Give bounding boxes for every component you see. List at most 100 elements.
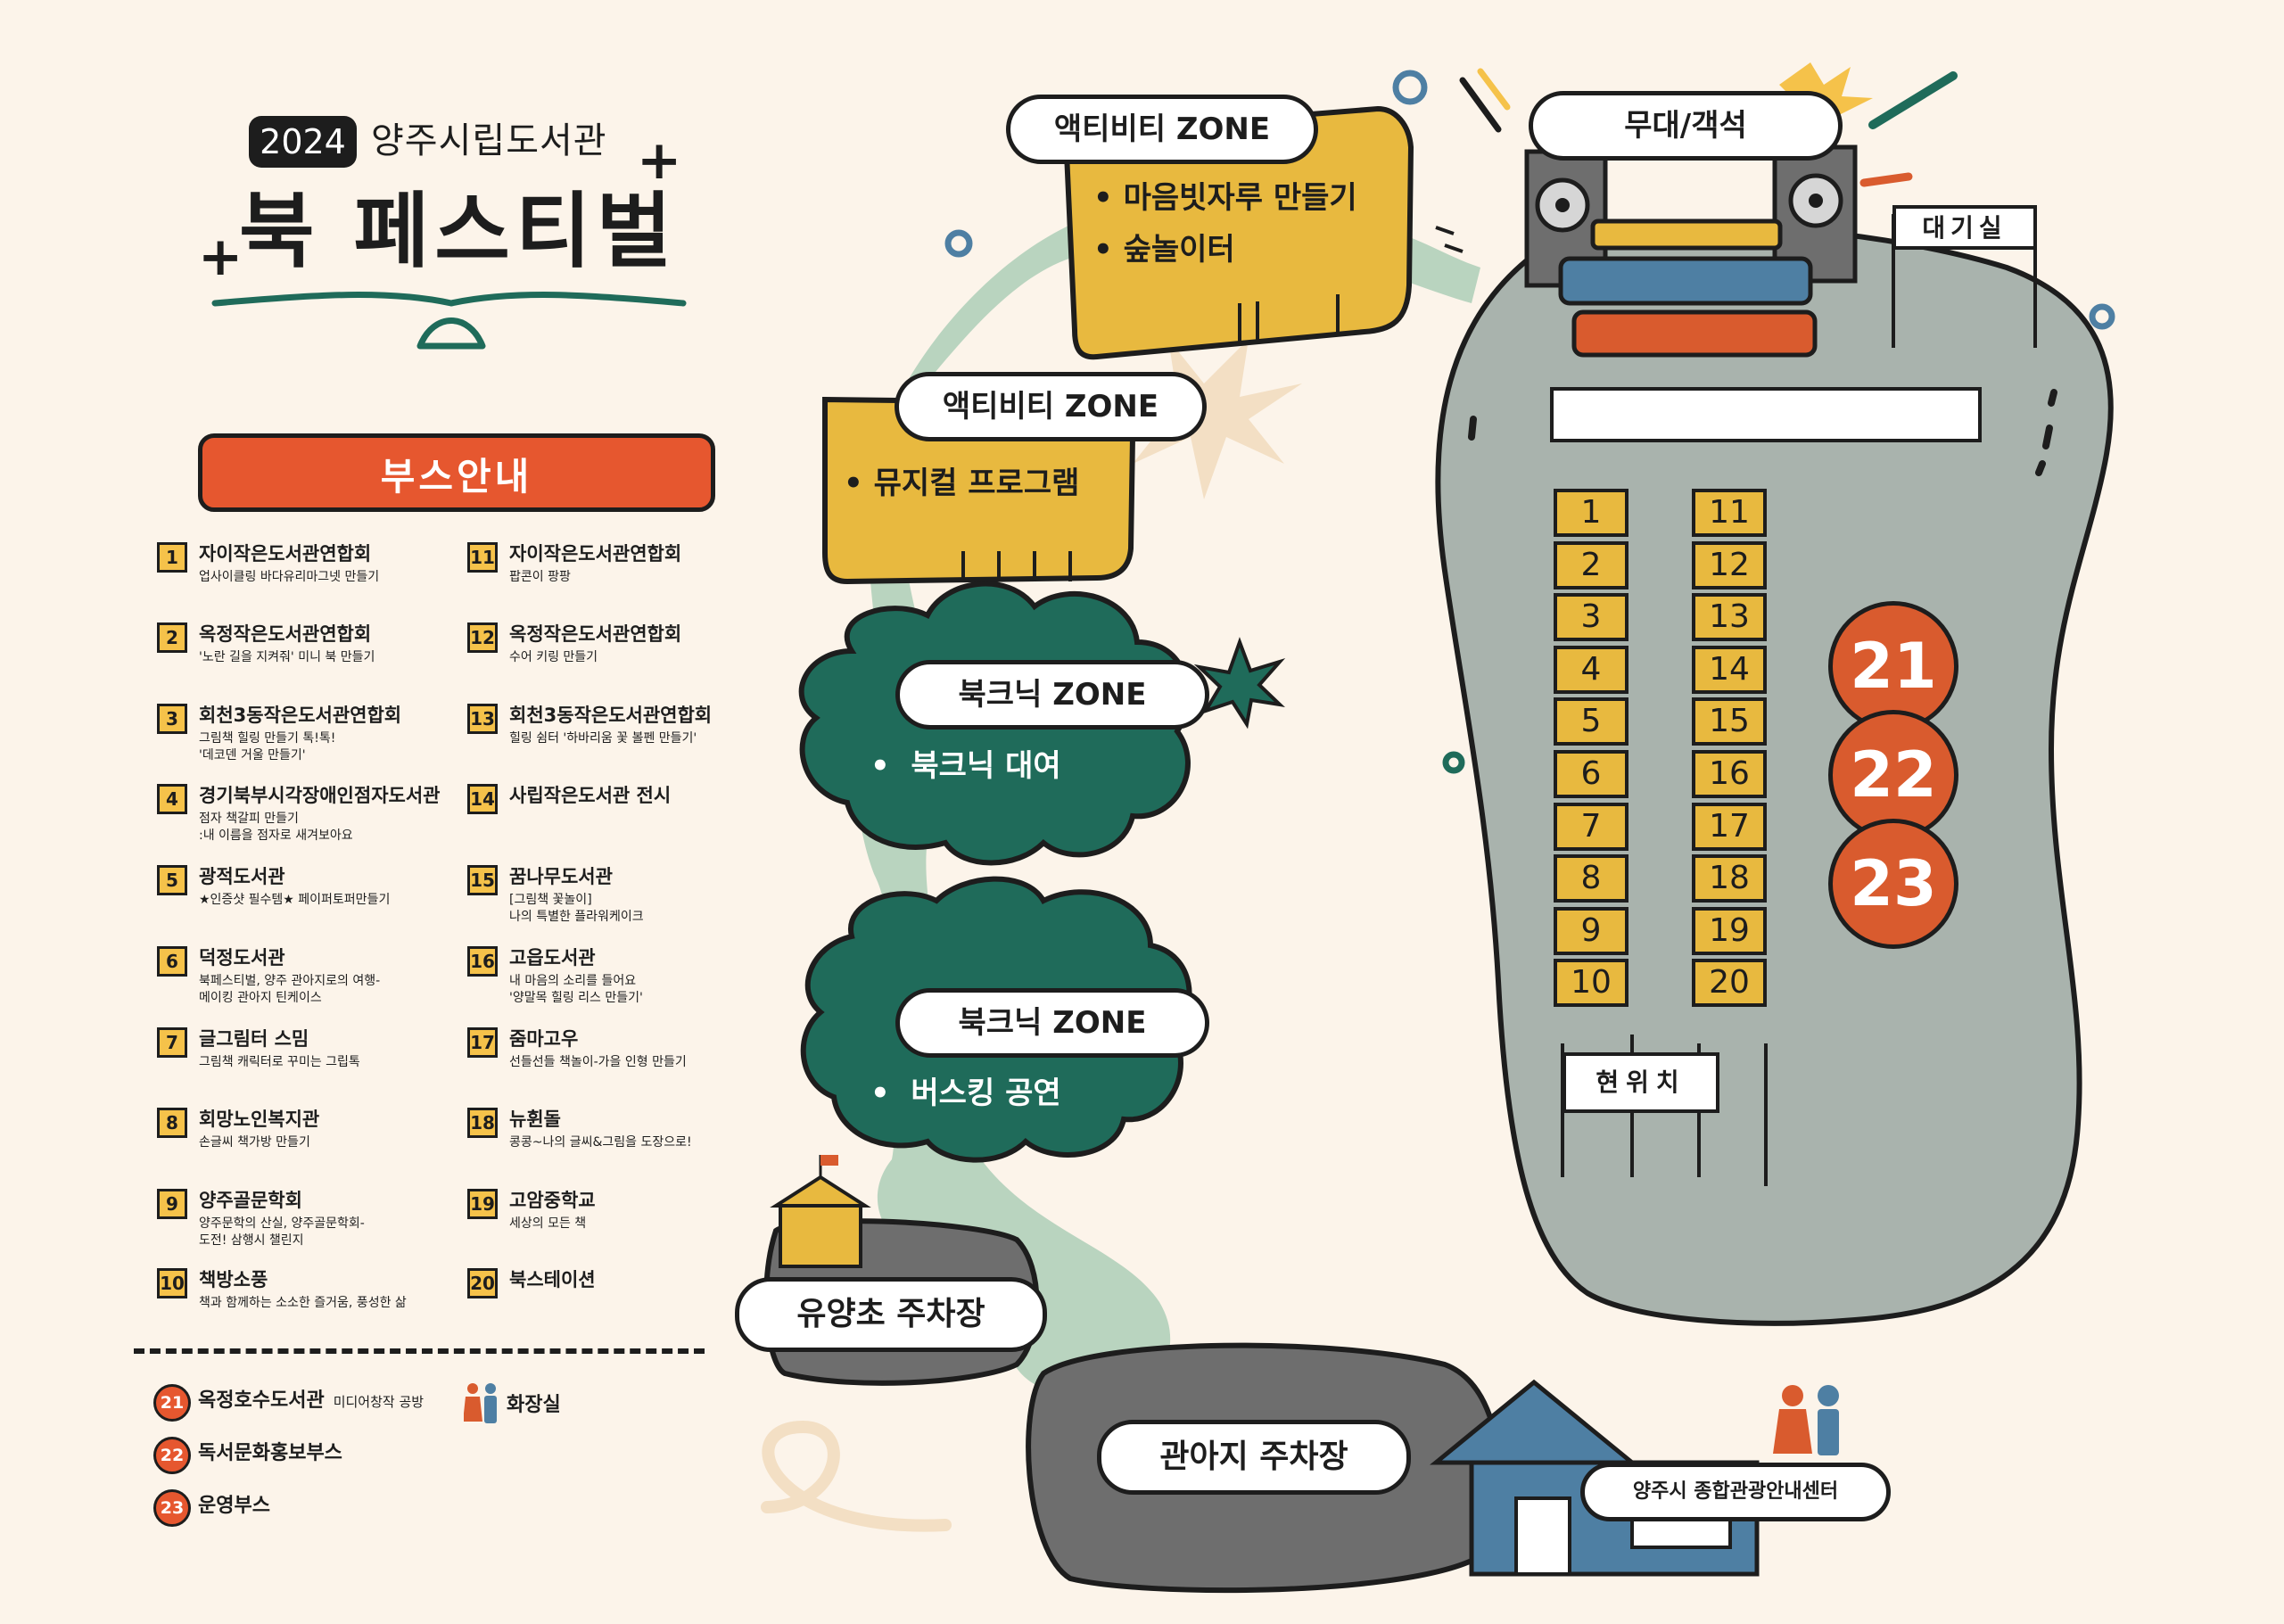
booth-name: 글그림터 스밈 bbox=[199, 1028, 309, 1050]
extra-booth-number: 21 bbox=[153, 1384, 191, 1422]
booth-description: 점자 책갈피 만들기 :내 이름을 점자로 새겨보아요 bbox=[199, 812, 353, 843]
school-icon bbox=[770, 1155, 871, 1268]
booth-description: 그림책 캐릭터로 꾸미는 그립톡 bbox=[199, 1055, 360, 1069]
map-booth-cell: 5 bbox=[1554, 697, 1628, 746]
booknic-zone-1-label: 북크닉 ZONE bbox=[895, 660, 1209, 730]
booth-number: 10 bbox=[157, 1268, 187, 1298]
booth-description: 손글씨 책가방 만들기 bbox=[199, 1135, 310, 1150]
booth-number: 2 bbox=[157, 622, 187, 653]
booth-number: 19 bbox=[467, 1189, 498, 1219]
booth-number: 6 bbox=[157, 946, 187, 977]
current-location-label: 현위치 bbox=[1563, 1052, 1719, 1113]
booth-description: 힐링 쉼터 '하바리움 꽃 볼펜 만들기' bbox=[509, 731, 697, 746]
booth-name: 사립작은도서관 전시 bbox=[509, 785, 672, 806]
booth-name: 북스테이션 bbox=[509, 1269, 596, 1290]
map-booth-cell: 19 bbox=[1692, 906, 1767, 955]
stage-label: 무대/객석 bbox=[1529, 91, 1843, 161]
extra-booth-sub: 미디어창작 공방 bbox=[333, 1394, 425, 1410]
booth-description: 양주문학의 산실, 양주골문학회- 도전! 삼행시 챌린지 bbox=[199, 1216, 365, 1248]
book-stack-icon bbox=[1558, 218, 1818, 358]
booth-guide-heading: 부스안내 bbox=[198, 433, 715, 512]
booknic-zone-2-label: 북크닉 ZONE bbox=[895, 988, 1209, 1058]
extra-booth-title: 운영부스 bbox=[198, 1495, 270, 1517]
map-booth-cell: 18 bbox=[1692, 854, 1767, 903]
activity-zone-1-item-1: • 마음빗자루 만들기 bbox=[1093, 180, 1357, 216]
booth-description: '노란 길을 지켜줘' 미니 북 만들기 bbox=[199, 650, 375, 664]
map-booth-cell: 11 bbox=[1692, 489, 1767, 537]
restroom-map-icon bbox=[1773, 1385, 1839, 1455]
booth-number: 14 bbox=[467, 784, 498, 814]
booth-name: 고암중학교 bbox=[509, 1190, 596, 1211]
map-big-booth: 21 bbox=[1828, 601, 1958, 731]
booth-name: 자이작은도서관연합회 bbox=[199, 543, 372, 565]
booth-description: 팝콘이 팡팡 bbox=[509, 570, 571, 584]
booth-number: 12 bbox=[467, 622, 498, 653]
booth-description: 콩콩~나의 글씨&그림을 도장으로! bbox=[509, 1135, 692, 1150]
activity-zone-2-item-1: • 뮤지컬 프로그램 bbox=[844, 466, 1080, 501]
map-booth-cell: 14 bbox=[1692, 645, 1767, 694]
booth-name: 자이작은도서관연합회 bbox=[509, 543, 682, 565]
map-booth-cell: 15 bbox=[1692, 697, 1767, 746]
booknic-zone-1-item-1: • 북크닉 대여 bbox=[870, 748, 1061, 784]
decorative-swirl bbox=[761, 1420, 952, 1532]
booth-name: 경기북부시각장애인점자도서관 bbox=[199, 785, 441, 806]
plaza-marks bbox=[1468, 389, 2057, 476]
book-spine-marks-2 bbox=[961, 551, 1072, 581]
booth-description: ★인증샷 필수템★ 페이퍼토퍼만들기 bbox=[199, 893, 391, 907]
activity-zone-1-item-2: • 숲놀이터 bbox=[1093, 232, 1235, 268]
booth-number: 8 bbox=[157, 1108, 187, 1138]
booth-number: 5 bbox=[157, 865, 187, 895]
page-title: 북 페스티벌 bbox=[239, 184, 678, 279]
booth-name: 뉴휜돌 bbox=[509, 1109, 561, 1130]
map-booth-cell: 17 bbox=[1692, 802, 1767, 851]
booth-name: 줌마고우 bbox=[509, 1028, 579, 1050]
map-booth-cell: 1 bbox=[1554, 489, 1628, 537]
parking-1-label: 유양초 주차장 bbox=[735, 1277, 1047, 1352]
map-booth-cell: 9 bbox=[1554, 906, 1628, 955]
booth-description: 내 마음의 소리를 들어요 '양말목 힐링 리스 만들기' bbox=[509, 974, 643, 1005]
map-booth-cell: 2 bbox=[1554, 540, 1628, 589]
booth-description: 북페스티벌, 양주 관아지로의 여행- 메이킹 관아지 틴케이스 bbox=[199, 974, 381, 1005]
parking-2-label: 관아지 주차장 bbox=[1097, 1420, 1411, 1495]
map-booth-cell: 3 bbox=[1554, 593, 1628, 642]
booth-name: 회천3동작은도서관연합회 bbox=[199, 705, 402, 726]
booth-number: 11 bbox=[467, 542, 498, 573]
restroom-label: 화장실 bbox=[507, 1394, 561, 1416]
map-booth-cell: 13 bbox=[1692, 593, 1767, 642]
extra-booth-name: 운영부스 bbox=[198, 1488, 279, 1525]
booth-description: 선들선들 책놀이-가을 인형 만들기 bbox=[509, 1055, 687, 1069]
restroom-icon bbox=[464, 1383, 497, 1423]
booth-name: 꿈나무도서관 bbox=[509, 866, 613, 887]
booth-description: [그림책 꽃놀이] 나의 특별한 플라워케이크 bbox=[509, 893, 644, 924]
activity-zone-1-book bbox=[1062, 105, 1414, 360]
stage-block bbox=[1550, 387, 1982, 442]
divider bbox=[134, 1348, 705, 1354]
decorative-rings bbox=[944, 70, 2115, 774]
booth-name: 덕정도서관 bbox=[199, 947, 285, 969]
booth-name: 옥정작은도서관연합회 bbox=[509, 623, 682, 645]
tourist-center-label: 양주시 종합관광안내센터 bbox=[1580, 1463, 1891, 1521]
booth-name: 양주골문학회 bbox=[199, 1190, 302, 1211]
booth-number: 4 bbox=[157, 784, 187, 814]
booth-description: 그림책 힐링 만들기 톡!톡! '데코덴 거울 만들기' bbox=[199, 731, 336, 763]
booth-description: 세상의 모든 책 bbox=[509, 1216, 587, 1231]
starburst-decoration bbox=[1115, 339, 1302, 499]
plus-icon: + bbox=[637, 129, 682, 192]
waiting-room-label: 대기실 bbox=[1922, 213, 2008, 243]
map-booth-cell: 6 bbox=[1554, 750, 1628, 798]
booth-number: 17 bbox=[467, 1027, 498, 1058]
map-booth-cell: 10 bbox=[1554, 959, 1628, 1008]
map-booth-cell: 20 bbox=[1692, 959, 1767, 1008]
open-book-underline bbox=[211, 292, 687, 350]
booth-description: 책과 함께하는 소소한 즐거움, 풍성한 삶 bbox=[199, 1296, 407, 1310]
map-booth-cell: 12 bbox=[1692, 540, 1767, 589]
booth-number: 18 bbox=[467, 1108, 498, 1138]
map-booth-cell: 16 bbox=[1692, 750, 1767, 798]
booth-name: 회망노인복지관 bbox=[199, 1109, 320, 1130]
booth-description: 업사이클링 바다유리마그넷 만들기 bbox=[199, 570, 380, 584]
book-spine-marks bbox=[1238, 226, 1464, 343]
booth-number: 1 bbox=[157, 542, 187, 573]
booth-number: 16 bbox=[467, 946, 498, 977]
booth-number: 9 bbox=[157, 1189, 187, 1219]
